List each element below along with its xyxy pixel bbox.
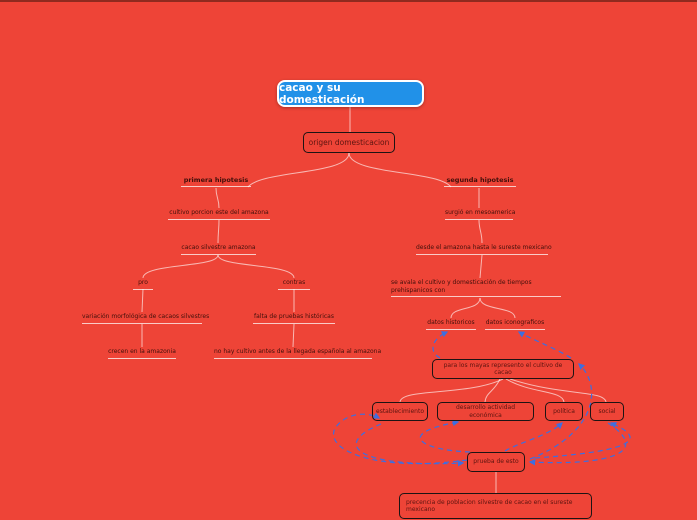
node-primera-hipotesis[interactable]: primera hipotesis [181,176,251,188]
node-social[interactable]: social [590,402,624,421]
node-datos-historicos[interactable]: datos historicos [426,319,476,330]
node-surgio-mesoamerica[interactable]: surgió en mesoamerica [445,209,515,220]
node-pro[interactable]: pro [133,279,153,290]
node-origen-domesticacion[interactable]: origen domesticacion [303,132,395,153]
node-desarrollo-economica[interactable]: desarrollo actividad económica [437,402,534,421]
node-no-hay-cultivo[interactable]: no hay cultivo antes de la llegada españ… [214,348,381,359]
node-cacao-silvestre[interactable]: cacao silvestre amazona [181,244,256,255]
node-cultivo-porcion[interactable]: cultivo porcion este del amazona [168,209,270,220]
node-segunda-hipotesis[interactable]: segunda hipotesis [444,176,516,188]
node-para-mayas[interactable]: para los mayas represento el cultivo de … [432,359,574,379]
node-desde-amazona[interactable]: desde el amazona hasta le sureste mexica… [416,244,552,255]
node-falta-pruebas[interactable]: falta de pruebas históricas [253,313,335,324]
node-prueba-de-esto[interactable]: prueba de esto [467,452,525,472]
top-border-strip [0,0,697,2]
node-precencia-poblacion[interactable]: precencia de poblacion silvestre de caca… [399,493,592,519]
node-contras[interactable]: contras [278,279,310,290]
root-node[interactable]: cacao y su domesticación [277,80,424,107]
node-se-avala[interactable]: se avala el cultivo y domesticación de t… [391,279,561,297]
node-crecen-amazonia[interactable]: crecen en la amazonia [108,348,176,359]
node-politica[interactable]: política [545,402,583,421]
node-datos-iconograficos[interactable]: datos iconograficos [485,319,545,330]
node-variacion-morfologica[interactable]: variación morfológica de cacaos silvestr… [82,313,209,324]
node-establecimiento[interactable]: establecimiento [372,402,428,421]
